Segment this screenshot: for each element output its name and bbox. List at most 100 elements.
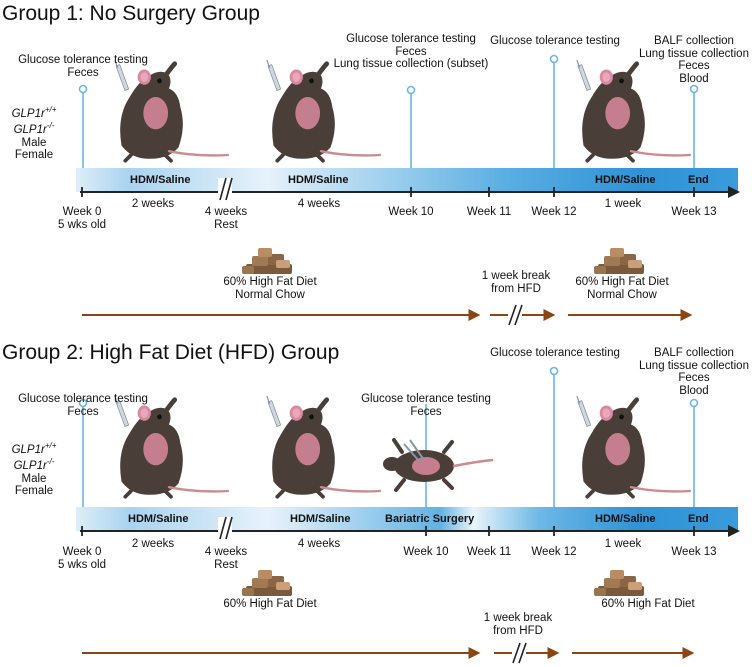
event-line: Lung tissue collection	[639, 47, 749, 60]
tick-rest: 4 weeks Rest	[190, 546, 262, 572]
tick-line: 4 weeks	[204, 206, 248, 218]
genotype-superscript: -/-	[46, 121, 55, 131]
bar-label: End	[688, 513, 709, 525]
bar-label: HDM/Saline	[595, 513, 656, 525]
bar-label: HDM/Saline	[288, 174, 349, 186]
break-icon	[218, 177, 233, 201]
food-pellets-icon	[594, 248, 644, 274]
mouse-icon	[272, 64, 380, 161]
tick-line: 5 wks old	[58, 219, 106, 231]
tick-week11: Week 11	[466, 546, 512, 558]
tick-duration: 4 weeks	[297, 198, 341, 210]
group1-week0-event: Glucose tolerance testing Feces	[16, 54, 150, 79]
event-line: Glucose tolerance testing	[490, 35, 620, 47]
food-pellets-icon	[242, 248, 292, 274]
bar-label: HDM/Saline	[128, 513, 189, 525]
diet-line: Normal Chow	[587, 288, 657, 301]
event-line: Glucose tolerance testing	[18, 54, 148, 66]
diet-line: 60% High Fat Diet	[223, 276, 317, 288]
bar-label: HDM/Saline	[595, 174, 656, 186]
genotype-superscript: +/+	[44, 441, 57, 450]
food-pellets-icon	[594, 570, 644, 596]
tick-week11: Week 11	[466, 206, 512, 218]
break-icon	[512, 642, 527, 664]
event-line: Lung tissue collection (subset)	[333, 58, 489, 70]
group1-diet-2: 60% High Fat Diet Normal Chow	[562, 276, 682, 301]
tick-week0: Week 0 5 wks old	[46, 546, 118, 572]
group1-week10-event: Glucose tolerance testing Feces Lung tis…	[328, 33, 494, 71]
syringe-icon	[266, 59, 282, 92]
tick-line: 4 weeks	[204, 546, 248, 558]
group2-genotypes: GLP1r+/+ GLP1r-/- Male Female	[6, 440, 62, 498]
event-line: Feces	[395, 45, 427, 58]
event-line: Feces	[678, 60, 710, 72]
diet-line: 60% High Fat Diet	[601, 598, 695, 610]
food-pellets-icon	[242, 570, 292, 596]
syringe-icon	[266, 395, 282, 428]
tick-week10: Week 10	[388, 206, 434, 218]
bar-label: Bariatric Surgery	[385, 513, 475, 525]
group1-break-label: 1 week break from HFD	[466, 270, 566, 295]
break-icon	[218, 516, 233, 540]
bar-label: HDM/Saline	[130, 174, 191, 186]
tick-duration: 1 week	[604, 198, 642, 210]
tick-week12: Week 12	[531, 206, 577, 218]
tick-duration: 1 week	[604, 538, 642, 550]
event-line: BALF collection	[654, 347, 734, 359]
event-line: BALF collection	[654, 35, 734, 47]
sex-label: Male	[21, 472, 47, 485]
group2-title: Group 2: High Fat Diet (HFD) Group	[2, 341, 340, 364]
tick-duration: 2 weeks	[131, 198, 175, 210]
tick-week0: Week 0 5 wks old	[46, 206, 118, 232]
bar-label: End	[688, 174, 709, 186]
event-line: Blood	[679, 384, 709, 397]
genotype-label: GLP1r-/-	[13, 457, 55, 473]
group1-pins	[78, 54, 699, 168]
group2-diet-2: 60% High Fat Diet	[588, 598, 708, 611]
bar-label: HDM/Saline	[290, 513, 351, 525]
event-line: Glucose tolerance testing	[490, 347, 620, 359]
sex-label: Female	[14, 485, 54, 498]
genotype-label: GLP1r+/+	[11, 441, 57, 456]
genotype-label: GLP1r-/-	[13, 121, 55, 137]
tick-line: Rest	[214, 219, 238, 231]
break-line: 1 week break	[483, 612, 553, 624]
tick-week12: Week 12	[531, 546, 577, 558]
syringe-icon	[576, 395, 592, 428]
group1-week13-event: BALF collection Lung tissue collection F…	[636, 35, 752, 85]
group2-week13-event: BALF collection Lung tissue collection F…	[636, 347, 752, 397]
timeline-arrow-icon	[728, 525, 740, 537]
tick-line: 5 wks old	[58, 559, 106, 571]
genotype-superscript: -/-	[46, 457, 55, 467]
diet-line: 60% High Fat Diet	[223, 598, 317, 610]
surgery-mouse-icon	[383, 438, 494, 492]
event-line: Blood	[679, 72, 709, 85]
break-line: from HFD	[491, 282, 541, 295]
tick-week13: Week 13	[671, 546, 717, 558]
sex-label: Male	[21, 136, 47, 149]
group1-title: Group 1: No Surgery Group	[2, 2, 260, 25]
genotype-superscript: +/+	[44, 105, 57, 114]
mouse-icon	[582, 400, 690, 497]
break-icon	[508, 304, 523, 326]
group2-week10-event: Glucose tolerance testing Feces	[358, 393, 494, 418]
tick-duration: 4 weeks	[297, 538, 341, 550]
break-line: 1 week break	[481, 270, 551, 282]
tick-week10: Week 10	[403, 546, 449, 558]
group2-timeline-bar	[76, 507, 738, 531]
group1-timeline-bar	[76, 168, 738, 192]
event-line: Feces	[67, 66, 99, 79]
event-line: Glucose tolerance testing	[361, 393, 491, 405]
event-line: Feces	[67, 405, 99, 418]
event-line: Feces	[410, 405, 442, 418]
diet-line: 60% High Fat Diet	[575, 276, 669, 288]
tick-duration: 2 weeks	[131, 538, 175, 550]
group1-week12-event: Glucose tolerance testing	[488, 35, 622, 48]
event-line: Feces	[678, 372, 710, 384]
tick-line: Week 0	[62, 546, 102, 558]
group1-diet-1: 60% High Fat Diet Normal Chow	[210, 276, 330, 301]
tick-week13: Week 13	[671, 206, 717, 218]
genotype-label: GLP1r+/+	[11, 105, 57, 120]
break-line: from HFD	[493, 624, 543, 637]
sex-label: Female	[14, 149, 54, 162]
